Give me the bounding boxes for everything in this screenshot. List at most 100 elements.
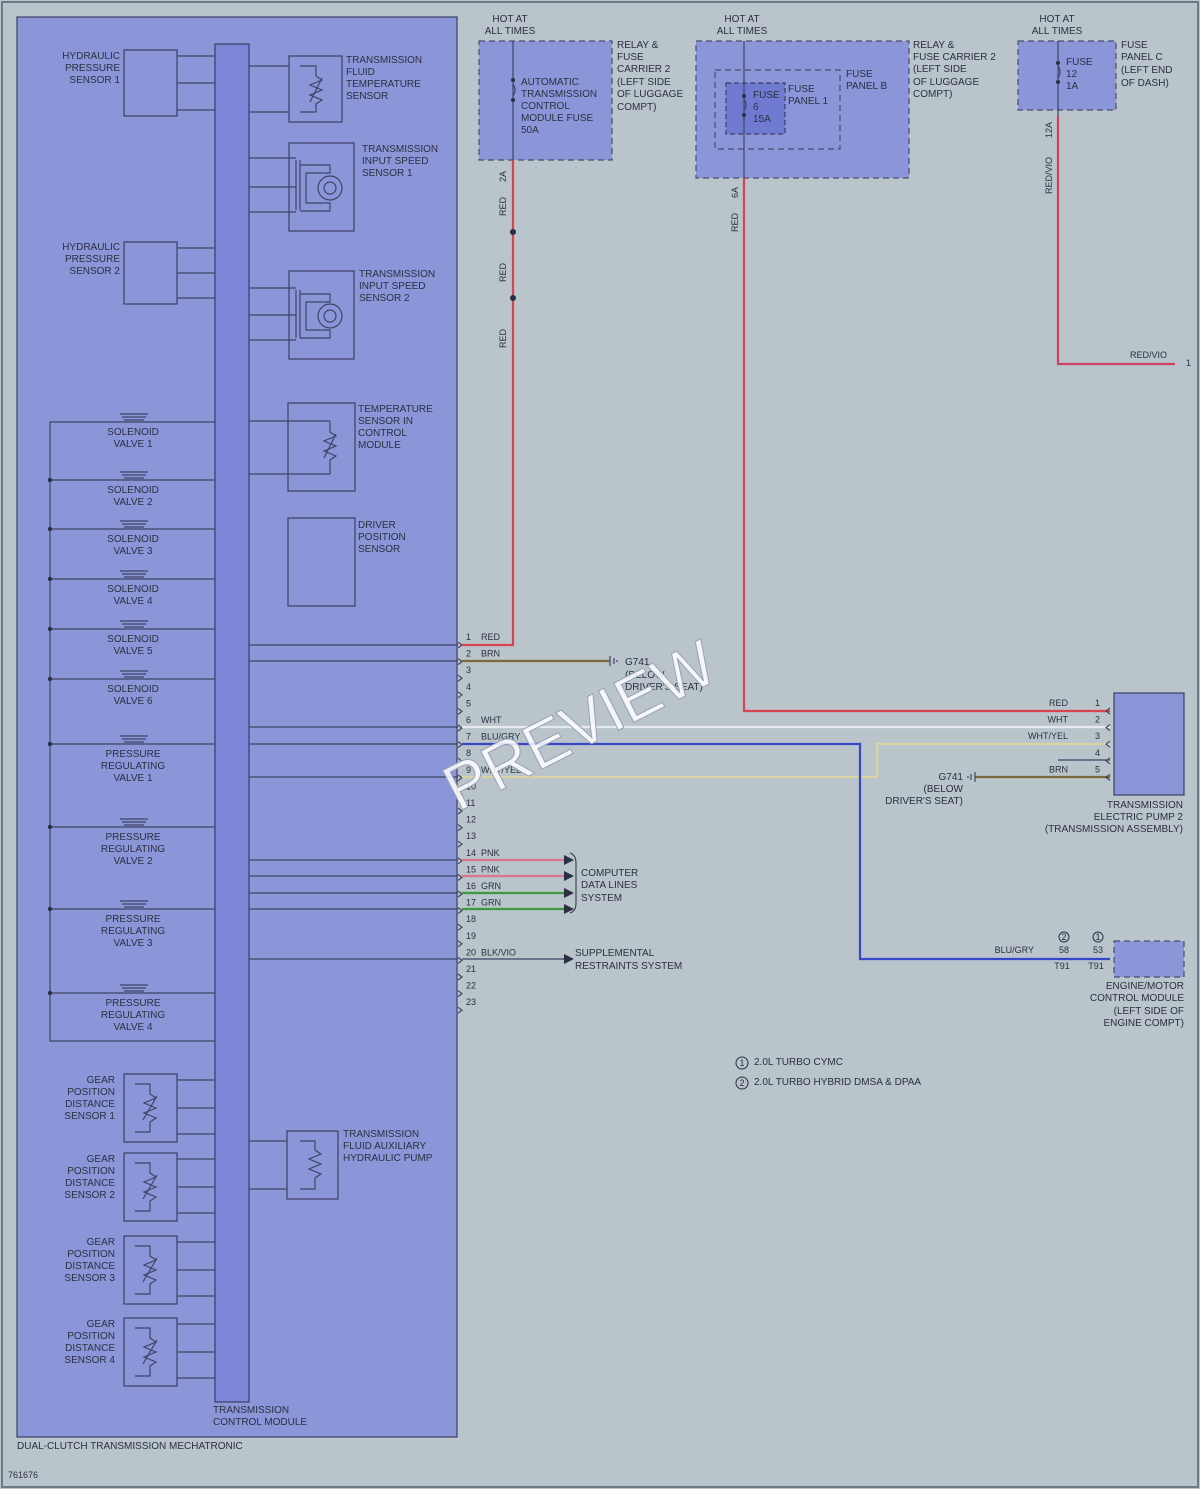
connector-pin-21: 21: [457, 964, 476, 981]
wire-c: RED/VIO: [1044, 157, 1054, 194]
pin-wire-9: WHT/YEL: [481, 765, 521, 775]
tscm-label-4: MODULE: [358, 440, 401, 451]
wire-a-2: RED: [498, 262, 508, 282]
panel-c-title-4: OF DASH): [1121, 78, 1169, 89]
pin-number-2: 2: [466, 649, 471, 659]
connector-pin-10: 10: [457, 781, 476, 798]
gear-sensor-3-label-3: DISTANCE: [65, 1261, 115, 1272]
tscm-label-2: SENSOR IN: [358, 416, 413, 427]
thermistor-icon: [322, 421, 338, 474]
valve-5-label-1: SOLENOID: [107, 634, 159, 645]
valve-4-label-1: SOLENOID: [107, 584, 159, 595]
pump2-pin-number-1: 1: [1095, 698, 1100, 708]
connector-pin-19: 19: [457, 931, 476, 948]
potentiometer-icon: [135, 1245, 158, 1295]
pin-chevron-icon: [457, 907, 463, 915]
hps1-label-1: HYDRAULIC: [62, 51, 120, 62]
pin-wire-15: PNK: [481, 864, 500, 874]
tfts-label-2: FLUID: [346, 67, 375, 78]
pin-number-11: 11: [466, 798, 475, 808]
hot-label-a-2: ALL TIMES: [485, 26, 536, 37]
valve-7-label-1: PRESSURE: [105, 749, 160, 760]
pin-chevron-icon: [1105, 740, 1111, 748]
aux-label-3: HYDRAULIC PUMP: [343, 1153, 433, 1164]
pump2-pin-number-4: 4: [1095, 748, 1100, 758]
arrow-icon: [564, 855, 574, 914]
wire-whtyel-pin9: [462, 742, 1110, 779]
tfts-label-4: SENSOR: [346, 91, 388, 102]
carrier-a-title-5: OF LUGGAGE: [617, 89, 683, 100]
legend: 1 2.0L TURBO CYMC 2 2.0L TURBO HYBRID DM…: [735, 1056, 921, 1090]
auxiliary-hydraulic-pump: TRANSMISSION FLUID AUXILIARY HYDRAULIC P…: [249, 1129, 433, 1200]
pump2-pin-2: 2 WHT: [1048, 715, 1111, 732]
fuse-icon: [1056, 61, 1060, 65]
solenoid-coil-icon: [120, 471, 148, 479]
speed-sensor-coil-icon: [295, 290, 331, 339]
pin-chevron-icon: [457, 707, 463, 715]
valve-1-label-1: SOLENOID: [107, 427, 159, 438]
ecm-conn-b: T91: [1088, 961, 1104, 971]
carrier-b-title-2: FUSE CARRIER 2: [913, 52, 996, 63]
amp-b: 6A: [730, 187, 740, 198]
valve-6-label-1: SOLENOID: [107, 684, 159, 695]
gear-sensor-1-label-2: POSITION: [67, 1087, 115, 1098]
gear-sensor-1-label-1: GEAR: [87, 1075, 115, 1086]
hps1-label-3: SENSOR 1: [69, 75, 120, 86]
data-lines-label-1: COMPUTER: [581, 868, 638, 879]
gear-sensor-1-label-4: SENSOR 1: [64, 1111, 115, 1122]
pump2-pin-number-5: 5: [1095, 764, 1100, 774]
pump2-pin-4: 4: [1095, 748, 1111, 765]
connector-pin-13: 13: [457, 831, 476, 848]
pump2-wire-2: WHT: [1048, 715, 1069, 725]
dps-label-2: POSITION: [358, 532, 406, 543]
tone-wheel-icon: [317, 175, 343, 201]
potentiometer-icon: [135, 1083, 158, 1133]
solenoid-coil-icon: [120, 520, 148, 528]
pin-number-19: 19: [466, 931, 476, 941]
ecm-label-2: CONTROL MODULE: [1090, 993, 1184, 1004]
pin-chevron-icon: [457, 757, 463, 765]
solenoid-coil-icon: [120, 570, 148, 578]
connector-pin-23: 23: [457, 997, 476, 1014]
tcm-bar: [214, 43, 250, 1403]
pin-chevron-icon: [457, 691, 463, 699]
pump2-pin-number-2: 2: [1095, 715, 1100, 725]
pin-chevron-icon: [457, 857, 463, 865]
connector-pin-8: 8: [457, 748, 471, 765]
ecm-wire-label: BLU/GRY: [995, 945, 1034, 955]
panel-c-title-1: FUSE: [1121, 40, 1148, 51]
gear-sensor-3-label-2: POSITION: [67, 1249, 115, 1260]
hot-label-b-2: ALL TIMES: [717, 26, 768, 37]
fuse-b-label-1: FUSE: [753, 90, 780, 101]
pin-chevron-icon: [457, 973, 463, 981]
valve-6-label-2: VALVE 6: [113, 696, 153, 707]
carrier-b-title-4: OF LUGGAGE: [913, 77, 979, 88]
pin-number-4: 4: [466, 682, 471, 692]
solenoid-coil-icon: [120, 818, 148, 826]
tscm-label-3: CONTROL: [358, 428, 407, 439]
pin-chevron-icon: [457, 824, 463, 832]
pin-number-8: 8: [466, 748, 471, 758]
fuse-b-label-3: 15A: [753, 114, 771, 125]
hot-label-b-1: HOT AT: [724, 14, 759, 25]
ecm-label-1: ENGINE/MOTOR: [1106, 981, 1184, 992]
pin-number-7: 7: [466, 732, 471, 742]
input-speed-sensor-1: TRANSMISSION INPUT SPEED SENSOR 1: [249, 142, 438, 232]
pin-chevron-icon: [457, 790, 463, 798]
tcm-output-wires: [249, 644, 458, 960]
wire-red-pin1: [462, 160, 515, 647]
g741a-loc-2: DRIVER'S SEAT): [625, 682, 703, 693]
gear-sensor-4-label-2: POSITION: [67, 1331, 115, 1342]
wire-blugry-pin7: [462, 742, 1110, 961]
data-lines: COMPUTER DATA LINES SYSTEM: [462, 852, 638, 914]
gear-sensor-3-label-4: SENSOR 3: [64, 1273, 115, 1284]
splice-icon: [510, 229, 516, 235]
pin-wire-20: BLK/VIO: [481, 947, 516, 957]
connector-pin-22: 22: [457, 981, 476, 998]
